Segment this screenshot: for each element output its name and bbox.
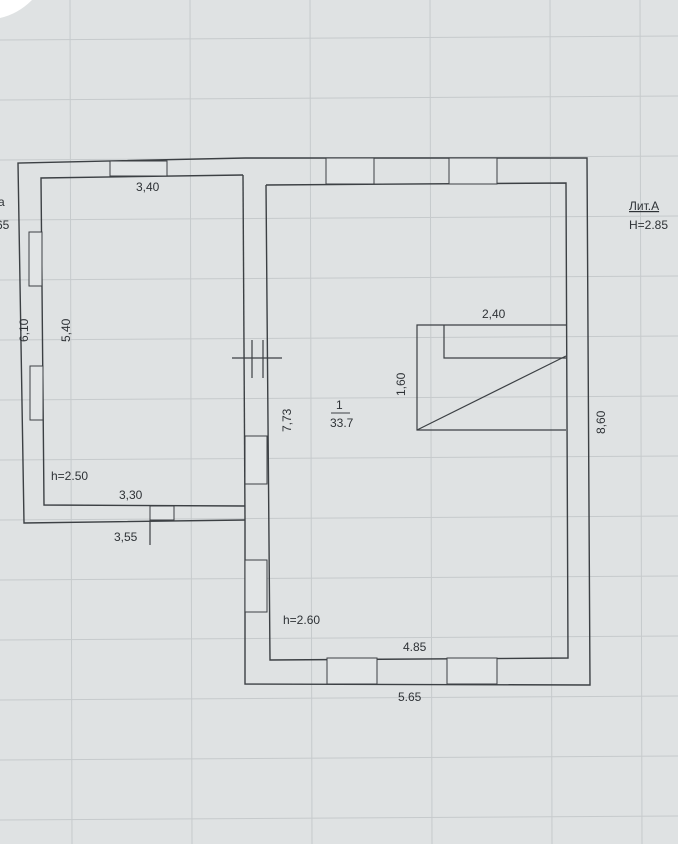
windows	[28, 157, 498, 685]
left-room-outer-height: 6,10	[17, 318, 31, 342]
window-main-left-2	[244, 559, 268, 613]
main-room-right-wall: 8,60	[594, 410, 608, 434]
main-room-inner-bottom: 4.85	[403, 640, 427, 654]
main-room-number: 1	[336, 398, 343, 412]
litera-name: Лит.А	[629, 199, 659, 213]
left-room-ceiling: h=2.50	[51, 469, 88, 483]
main-room-outer-bottom: 5.65	[398, 690, 422, 704]
left-room-top-width: 3,40	[136, 180, 160, 194]
window-main-top-2	[448, 157, 498, 185]
window-left-side-1	[28, 231, 43, 287]
main-room-left-wall: 7,73	[280, 408, 294, 432]
main-room-ceiling: h=2.60	[283, 613, 320, 627]
door-mark	[232, 340, 282, 378]
window-left-top	[109, 160, 168, 177]
staircase	[416, 324, 567, 431]
left-room-inner-bottom: 3,30	[119, 488, 143, 502]
left-room-outer-bottom: 3,55	[114, 530, 138, 544]
window-main-left-1	[244, 435, 268, 485]
left-fragment-bottom: 65	[0, 218, 10, 232]
stair-width: 2,40	[482, 307, 506, 321]
main-room-area: 33.7	[330, 416, 354, 430]
litera-height: H=2.85	[629, 218, 668, 232]
stair-height: 1,60	[394, 372, 408, 396]
window-main-bottom-2	[446, 657, 498, 685]
window-main-top-1	[325, 157, 375, 185]
left-fragment-top: а	[0, 195, 5, 209]
window-left-bottom	[149, 505, 175, 521]
left-room-inner-height: 5,40	[59, 318, 73, 342]
window-left-side-2	[29, 365, 44, 421]
corner-shadow	[0, 0, 32, 18]
window-main-bottom-1	[326, 657, 378, 685]
